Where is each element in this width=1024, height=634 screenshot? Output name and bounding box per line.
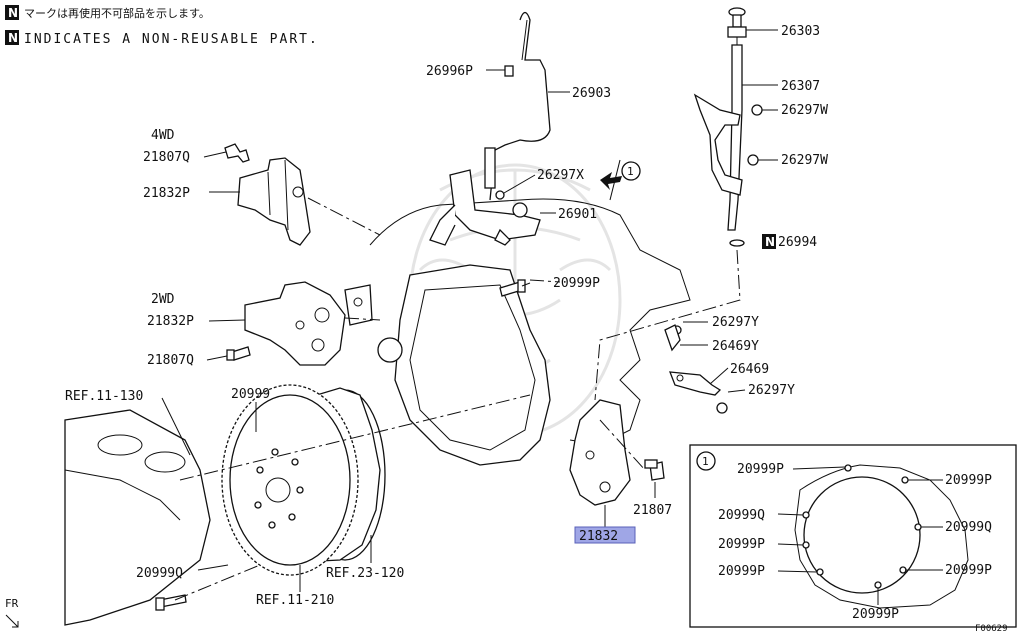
inset-callout-circle	[696, 451, 716, 471]
note-japanese: マークは再使用不可部品を示します。	[24, 6, 210, 20]
callout-number: 1	[627, 165, 634, 178]
label-26297X: 26297X	[537, 168, 584, 183]
label-21832P: 21832P	[143, 186, 190, 201]
inset-label-20999P: 20999P	[737, 462, 784, 477]
callout-1: 1	[600, 161, 641, 190]
engine-block-ref	[64, 409, 211, 626]
mount-4wd-21832P	[237, 157, 311, 246]
bellhousing-opening	[803, 476, 921, 594]
label-26996P: 26996P	[426, 64, 473, 79]
transmission-case	[344, 198, 691, 466]
oil-gauge-assembly	[693, 7, 747, 247]
label-fr: FR	[5, 597, 19, 610]
inset-label-20999Q: 20999Q	[718, 508, 765, 523]
label-21807Q: 21807Q	[143, 150, 190, 165]
label-21807: 21807	[633, 503, 672, 518]
n-badge-text: N	[8, 31, 18, 45]
dipstick-tube-26903	[484, 11, 551, 201]
label-20999: 20999	[231, 387, 270, 402]
arrow-icon	[600, 172, 622, 190]
variant-4wd: 4WD	[151, 128, 175, 143]
label-26297Y: 26297Y	[748, 383, 795, 398]
label-21832P: 21832P	[147, 314, 194, 329]
n-badge-text: N	[8, 6, 18, 20]
label-21807Q: 21807Q	[147, 353, 194, 368]
n-badge-icon	[5, 30, 19, 45]
inset-label-20999P: 20999P	[718, 564, 765, 579]
label-26297W: 26297W	[781, 103, 828, 118]
label-26901: 26901	[558, 207, 597, 222]
label-20999Q: 20999Q	[136, 566, 183, 581]
label-26297W: 26297W	[781, 153, 828, 168]
label-21832: 21832	[579, 529, 618, 544]
figure-code: F00629	[975, 624, 1008, 634]
bracket-26469	[664, 324, 722, 396]
label-26903: 26903	[572, 86, 611, 101]
inset-label-20999P: 20999P	[852, 607, 899, 622]
front-arrow-icon	[5, 614, 19, 628]
bracket-21832	[569, 399, 631, 506]
inset-label-20999Q: 20999Q	[945, 520, 992, 535]
label-ref-23-120: REF.23-120	[326, 566, 404, 581]
label-26303: 26303	[781, 24, 820, 39]
label-ref-11-130: REF.11-130	[65, 389, 143, 404]
label-26469Y: 26469Y	[712, 339, 759, 354]
label-26469: 26469	[730, 362, 769, 377]
highlight-badge	[574, 526, 636, 544]
label-26307: 26307	[781, 79, 820, 94]
callout-circle	[621, 161, 641, 181]
label-20999P: 20999P	[553, 276, 600, 291]
n-badge-icon	[762, 234, 776, 249]
inset-callout-number: 1	[702, 455, 709, 468]
label-ref-11-210: REF.11-210	[256, 593, 334, 608]
inset-detail: 1 20999P 20999P 20999Q 20999Q 20999P 209…	[689, 444, 1017, 628]
inset-label-20999P: 20999P	[718, 537, 765, 552]
n-badge-text: N	[765, 235, 775, 249]
label-26994: 26994	[778, 235, 817, 250]
mount-2wd-21832P	[244, 281, 346, 366]
part-labels: 26996P 26903 26303 26307 26297W 26297W 2…	[5, 24, 828, 628]
header-note: N マークは再使用不可部品を示します。 N INDICATES A NON-RE…	[5, 5, 319, 47]
bolts	[155, 104, 763, 611]
n-badge-icon	[5, 5, 19, 20]
inset-label-20999P: 20999P	[945, 473, 992, 488]
label-26297Y: 26297Y	[712, 315, 759, 330]
drive-plate-and-converter	[221, 384, 386, 576]
leader-lines	[161, 29, 778, 592]
inset-label-20999P: 20999P	[945, 563, 992, 578]
bracket-26901	[429, 169, 541, 246]
note-english: INDICATES A NON-REUSABLE PART.	[24, 32, 319, 47]
variant-2wd: 2WD	[151, 292, 175, 307]
assembly-lines	[174, 197, 741, 601]
